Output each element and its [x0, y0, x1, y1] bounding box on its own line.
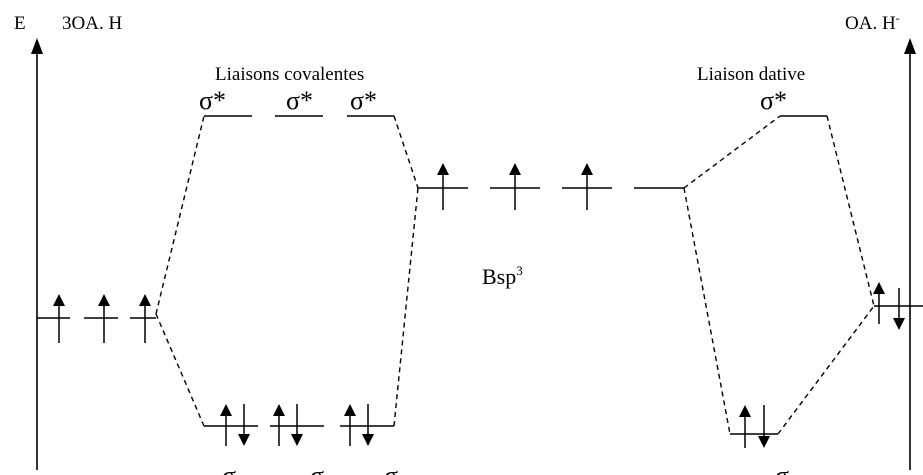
sigma-label-2: σ — [310, 461, 324, 475]
correlation-boron-to-dative-sigma-star — [683, 115, 781, 189]
sigma-label-1: σ — [222, 461, 236, 475]
right-orbitals-label-base: OA. H — [845, 13, 896, 34]
correlation-dative-sigma-to-h-minus — [777, 305, 875, 435]
correlation-boron-to-dative-sigma — [683, 187, 731, 435]
energy-label: E — [14, 13, 26, 34]
electron-up-arrow — [437, 163, 449, 210]
right-orbitals-label-sup: - — [896, 11, 900, 25]
electron-pair-sigma-3 — [344, 404, 374, 446]
sigma-star-label-dative: σ* — [760, 86, 787, 115]
electron-up-arrow — [139, 294, 151, 343]
boron-sp3-label: Bsp3 — [482, 263, 523, 289]
electron-up-arrow — [53, 294, 65, 343]
electron-up-arrow — [98, 294, 110, 343]
sigma-star-label-2: σ* — [286, 86, 313, 115]
electron-up-arrow — [509, 163, 521, 210]
boron-sp3-label-base: Bsp — [482, 264, 516, 289]
sigma-label-dative: σ — [775, 461, 789, 475]
electron-pair-h-minus — [873, 282, 905, 330]
correlation-sigma-star-to-boron — [393, 115, 419, 189]
boron-sp3-label-sup: 3 — [516, 263, 523, 278]
energy-axis-right-arrowhead — [904, 38, 916, 54]
correlation-sigma-to-boron — [393, 187, 419, 427]
correlation-h-to-sigma — [155, 313, 205, 427]
electron-pair-sigma-1 — [220, 404, 250, 446]
sigma-star-label-1: σ* — [199, 86, 226, 115]
left-orbitals-label: 3OA. H — [62, 13, 122, 34]
sigma-label-3: σ — [384, 461, 398, 475]
dative-bond-label: Liaison dative — [697, 64, 805, 85]
sigma-star-label-3: σ* — [350, 86, 377, 115]
correlation-h-to-sigma-star — [155, 115, 205, 315]
correlation-dative-sigma-star-to-h-minus — [826, 115, 875, 307]
electron-up-arrow — [581, 163, 593, 210]
energy-axis-left-arrowhead — [31, 38, 43, 54]
electron-pair-sigma-dative — [739, 405, 770, 448]
electron-pair-sigma-2 — [273, 404, 303, 446]
covalent-bonds-label: Liaisons covalentes — [215, 64, 364, 85]
right-orbitals-label: OA. H- — [845, 11, 900, 34]
